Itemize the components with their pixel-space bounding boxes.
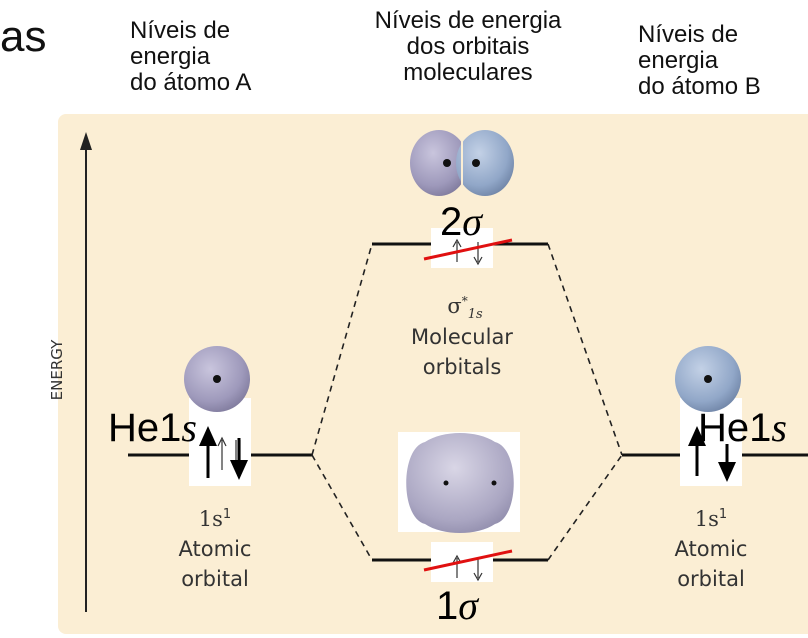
atom-a-caption: 1s1 Atomic orbital [178,507,252,591]
molecular-orbitals-caption: Molecular orbitals [411,325,513,379]
original-spin-arrows [217,238,483,582]
antibonding-nucleus-b [472,159,480,167]
bonding-nucleus-a [443,480,449,486]
bonding-orbital-shape [406,433,514,533]
bonding-label: 1σ [436,583,478,629]
atom-b-nucleus [704,375,712,383]
bonding-nucleus-b [491,480,497,486]
atom-b-electron-down-head [718,462,736,482]
antibonding-nucleus-a [443,159,451,167]
atom-a-heading: Níveis de energia do átomo A [130,17,252,96]
antibonding-lobe-b [456,130,514,196]
atom-b-heading: Níveis de energia do átomo B [638,21,761,100]
atom-a-label: He1s [108,405,197,451]
correlation-lines [311,243,623,561]
atom-b-electron-up-head [688,426,706,446]
cropped-corner-text: as [0,12,47,61]
atom-a-nucleus [213,375,221,383]
bonding-strike [423,549,513,572]
antibonding-symbol: σ*1s [447,294,483,323]
atom-a-electron-up-head [199,426,217,446]
antibonding-strike [423,238,513,261]
atom-b-label: He1s [698,405,787,451]
antibonding-label: 2σ [440,199,482,245]
atom-a-electron-down-head [230,460,248,480]
molecular-heading: Níveis de energia dos orbitais molecular… [374,7,562,86]
antibonding-lobe-a [410,130,468,196]
antibonding-spin-patch [431,228,493,268]
energy-axis-label: ENERGY [48,339,66,400]
atom-b-caption: 1s1 Atomic orbital [674,507,748,591]
energy-axis-arrowhead [80,132,92,150]
